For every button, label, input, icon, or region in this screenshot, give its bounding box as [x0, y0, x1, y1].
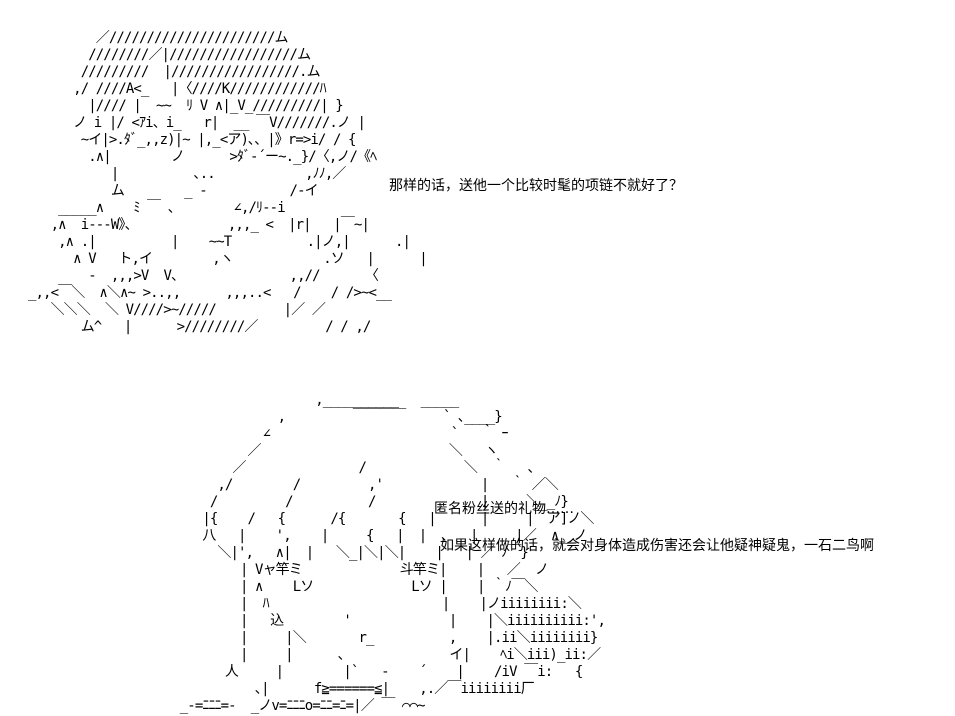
ascii-art-character-top: ／//////////////////////ム ////////／|/////… — [28, 30, 428, 335]
ascii-art-character-bottom: ,__________ _____ , ￣￣￣￣ ` ､____} ∠ ` ｀ … — [179, 392, 606, 714]
dialogue-line-3: 如果这样做的话，就会对身体造成伤害还会让他疑神疑鬼，一石二鸟啊 — [440, 538, 874, 554]
dialogue-line-2: 匿名粉丝送的礼物…… — [434, 501, 574, 517]
dialogue-line-1: 那样的话，送他一个比较时髦的项链不就好了？ — [389, 178, 683, 194]
